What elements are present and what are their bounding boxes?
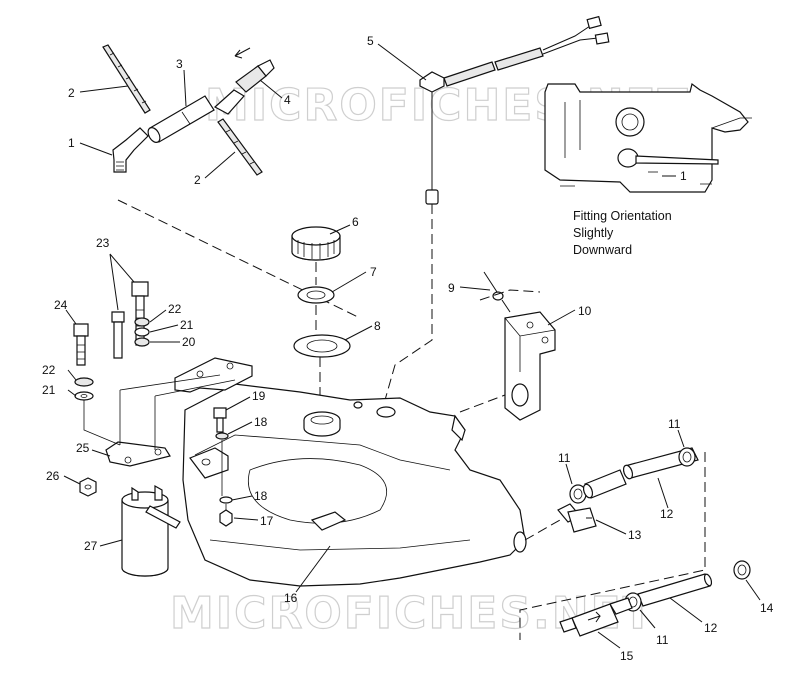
callout-1: 1 — [68, 136, 75, 150]
fuel-filter-part-27 — [121, 484, 181, 577]
callout-21a: 21 — [180, 318, 194, 332]
inset-tank-view: 1 — [544, 82, 752, 193]
callout-23: 23 — [96, 236, 110, 250]
callout-6: 6 — [352, 215, 359, 229]
callout-9: 9 — [448, 281, 455, 295]
clamp-part-14 — [733, 560, 751, 580]
callout-11a: 11 — [558, 451, 571, 465]
bracket-leader-dash-upper — [479, 289, 541, 301]
callout-11c: 11 — [656, 633, 669, 647]
bracket-leader-dash-lower — [459, 394, 506, 413]
fuel-tank-part-16 — [182, 383, 527, 587]
callout-4: 4 — [284, 93, 291, 107]
cap-leader-dash — [315, 262, 321, 405]
bracket-part-25 — [105, 441, 171, 467]
gasket-part-8 — [293, 334, 351, 358]
nut-part-17 — [219, 509, 233, 527]
callout-26: 26 — [46, 469, 60, 483]
callout-25: 25 — [76, 441, 90, 455]
inset-callout-1: 1 — [680, 169, 687, 183]
bolt-24-leader — [83, 400, 121, 446]
bolt-part-19 — [213, 407, 227, 433]
nut-part-26 — [79, 477, 97, 497]
inline-filter-part-15 — [559, 597, 633, 637]
callout-3: 3 — [176, 57, 183, 71]
callout-5: 5 — [367, 34, 374, 48]
callout-20: 20 — [182, 335, 196, 349]
callout-18a: 18 — [254, 415, 268, 429]
callout-8: 8 — [374, 319, 381, 333]
sender-leader-dash — [384, 204, 433, 401]
washer-part-18-lower — [219, 496, 233, 504]
inset-note-line-1: Fitting Orientation — [573, 209, 672, 223]
callout-14: 14 — [760, 601, 774, 615]
callout-21b: 21 — [42, 383, 56, 397]
callout-17: 17 — [260, 514, 274, 528]
bolt-part-24 — [73, 323, 94, 401]
check-valve-part-4 — [213, 47, 275, 115]
callout-24: 24 — [54, 298, 68, 312]
callout-7: 7 — [370, 265, 377, 279]
vent-hose-part-2-lower — [217, 118, 263, 176]
hardware-parts-20-22 — [134, 317, 150, 347]
fuel-cap-part-6 — [291, 226, 341, 261]
inset-note-line-2: Slightly — [573, 226, 614, 240]
vent-hose-part-2-upper — [102, 44, 151, 114]
callout-16: 16 — [284, 591, 298, 605]
mount-bracket-part-10 — [504, 311, 556, 421]
callout-18b: 18 — [254, 489, 268, 503]
washer-part-18-upper — [215, 432, 229, 440]
callout-15: 15 — [620, 649, 634, 663]
bracket-assembly — [105, 357, 253, 467]
bolt-part-9 — [483, 271, 511, 313]
callout-27: 27 — [84, 539, 98, 553]
callout-19: 19 — [252, 389, 266, 403]
callout-12b: 12 — [704, 621, 718, 635]
fuel-sender-part-5 — [419, 15, 610, 205]
callout-22b: 22 — [42, 363, 56, 377]
callout-22a: 22 — [168, 302, 182, 316]
fuel-line-dash-box — [519, 452, 706, 640]
elbow-fitting-part-13 — [557, 503, 597, 533]
inset-fitting — [635, 155, 719, 165]
gasket-part-7 — [297, 286, 335, 304]
hardware-leader — [221, 440, 227, 510]
watermark-bottom: MICROFICHES.NET — [170, 588, 655, 639]
callout-12a: 12 — [660, 507, 674, 521]
hose-part-3 — [147, 95, 215, 143]
callout-11b: 11 — [668, 417, 681, 431]
callout-13: 13 — [628, 528, 642, 542]
callout-2a: 2 — [68, 86, 75, 100]
fitting-elbow-part-1 — [112, 127, 149, 173]
callout-2b: 2 — [194, 173, 201, 187]
callout-10: 10 — [578, 304, 592, 318]
inset-filler-neck — [615, 107, 645, 137]
inset-note-line-3: Downward — [573, 243, 632, 257]
clamp-part-11-b — [678, 447, 696, 467]
leader-lines — [63, 43, 761, 649]
